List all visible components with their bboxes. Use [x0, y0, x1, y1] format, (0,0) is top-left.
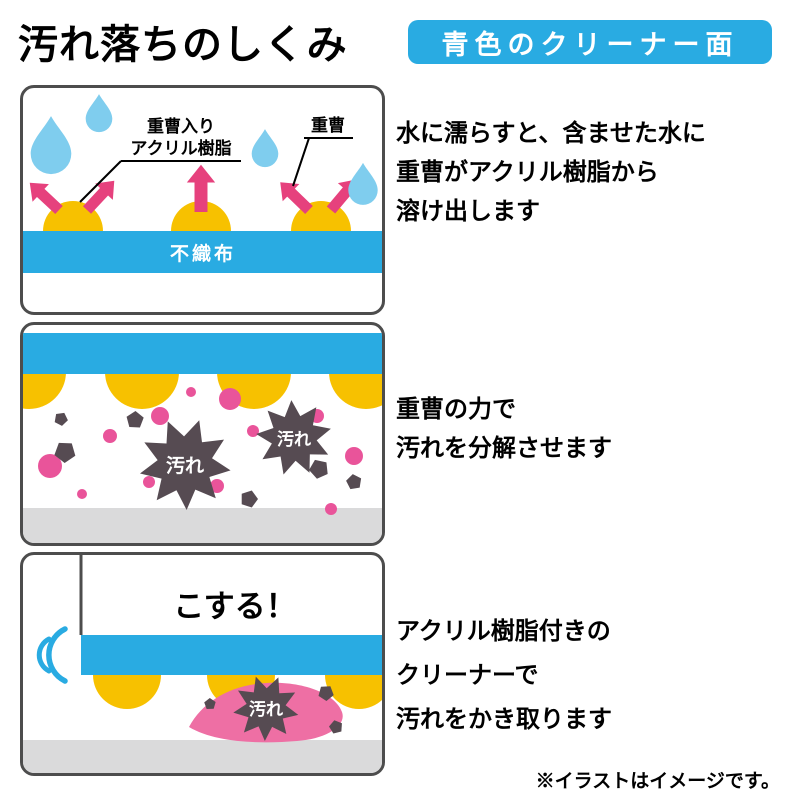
motion-lines-icon — [36, 626, 68, 684]
step-1-panel: 不織布 重曹入り アクリル樹脂 重曹 — [20, 85, 385, 315]
cleaner-band — [23, 333, 382, 374]
dirt-splat: 汚れ — [228, 669, 306, 747]
description-line: クリーナーで — [396, 662, 539, 689]
step-3-panel: 汚れ こする！ — [20, 552, 385, 776]
fabric-label: 不織布 — [170, 242, 236, 265]
description-line: 重曹の力で — [396, 396, 516, 423]
dirt-label: 汚れ — [249, 699, 283, 719]
cleaner-band — [81, 635, 382, 675]
step-3-description: アクリル樹脂付きの クリーナーで 汚れをかき取ります — [396, 610, 791, 742]
resin-label-line2: アクリル樹脂 — [130, 138, 231, 158]
cleaner-side-badge: 青色のクリーナー面 — [408, 20, 772, 64]
description-line: アクリル樹脂付きの — [396, 618, 611, 645]
description-line: 水に濡らすと、含ませた水に — [396, 120, 706, 147]
floor-band — [23, 508, 382, 543]
fabric-band — [23, 231, 382, 273]
step-2-illustration: 汚れ 汚れ — [23, 333, 382, 543]
dirt-splat-large: 汚れ — [135, 413, 237, 516]
resin-callout: 重曹入り アクリル樹脂 — [79, 116, 241, 203]
dirt-label: 汚れ — [277, 429, 311, 449]
step-1-description: 水に濡らすと、含ませた水に 重曹がアクリル樹脂から 溶け出します — [396, 114, 791, 231]
dirt-splat-small: 汚れ — [250, 392, 340, 483]
page-title: 汚れ落ちのしくみ — [18, 23, 348, 67]
dirt-label: 汚れ — [166, 455, 204, 477]
soda-callout: 重曹 — [292, 115, 353, 187]
soda-label: 重曹 — [311, 115, 345, 135]
resin-label-line1: 重曹入り — [147, 116, 215, 136]
description-line: 汚れをかき取ります — [396, 706, 612, 733]
scrub-label: こする！ — [173, 589, 296, 624]
step-3-illustration: 汚れ こする！ — [23, 555, 382, 773]
floor-band — [23, 740, 382, 773]
disclaimer-note: ※イラストはイメージです。 — [535, 771, 780, 792]
description-line: 汚れを分解させます — [396, 435, 612, 462]
description-line: 溶け出します — [396, 198, 540, 225]
description-line: 重曹がアクリル樹脂から — [396, 159, 659, 186]
soda-particles — [38, 387, 363, 515]
step-2-panel: 汚れ 汚れ — [20, 322, 385, 546]
step-2-description: 重曹の力で 汚れを分解させます — [396, 390, 791, 468]
step-1-illustration: 不織布 重曹入り アクリル樹脂 重曹 — [23, 94, 382, 273]
